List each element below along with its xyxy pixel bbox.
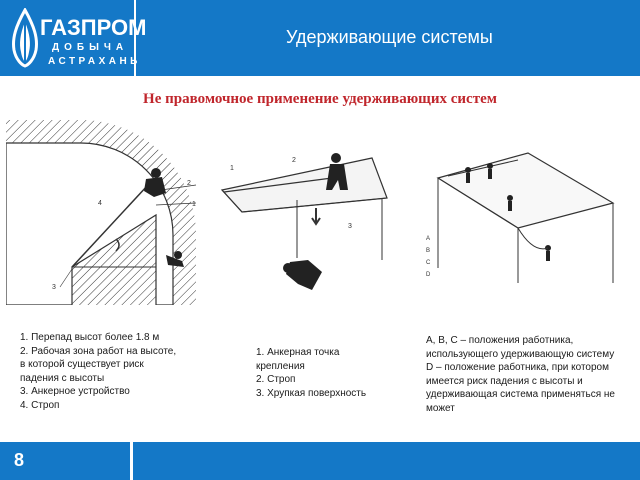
caption-right-line: A, B, C – положения работника, — [426, 335, 574, 346]
caption-middle: 1. Анкерная точка крепления 2. Строп 3. … — [256, 346, 366, 400]
logo-text-line2: ДОБЫЧА — [52, 42, 129, 53]
caption-middle-line: 3. Хрупкая поверхность — [256, 387, 367, 399]
caption-left-line: 1. Перепад высот более 1.8 м — [20, 332, 160, 343]
slide-subtitle: Не правомочное применение удерживающих с… — [143, 91, 497, 107]
caption-middle-line: 1. Анкерная точка — [256, 347, 340, 358]
caption-right-line: D – положение работника, при котором — [426, 362, 609, 373]
label-1: 1 — [230, 165, 234, 172]
caption-left-line: 3. Анкерное устройство — [20, 386, 130, 397]
page-title: Удерживающие системы — [286, 27, 493, 47]
illustration-fragile-surface: 1 2 3 — [220, 153, 388, 290]
caption-right-line: использующего удерживающую систему — [426, 348, 615, 360]
logo-text-line3: АСТРАХАНЬ — [48, 56, 141, 67]
lanyard-line — [223, 177, 333, 193]
caption-right-line: имеется риск падения с высоты и — [426, 375, 583, 387]
page-number: 8 — [14, 450, 25, 470]
label-c: C — [426, 260, 431, 266]
worker-figure — [144, 168, 184, 267]
label-a: A — [426, 236, 430, 242]
lanyard-line — [71, 184, 149, 268]
label-b: B — [426, 248, 430, 254]
illustration-arch-fall: 2 1 4 3 — [6, 120, 197, 305]
label-3: 3 — [52, 284, 56, 291]
page-number-box: 8 — [0, 442, 133, 480]
flame-logo-icon — [12, 8, 38, 68]
caption-right: A, B, C – положения работника, использую… — [426, 334, 615, 415]
label-d: D — [426, 272, 431, 278]
illustration-roof-workers: A B C D — [426, 152, 615, 283]
caption-left: 1. Перепад высот более 1.8 м 2. Рабочая … — [20, 331, 176, 412]
caption-right-line: может — [426, 402, 455, 414]
company-logo: ГАЗПРОМ ДОБЫЧА АСТРАХАНЬ — [0, 0, 146, 76]
logo-text-main: ГАЗПРОМ — [40, 15, 147, 40]
label-1: 1 — [192, 201, 196, 208]
worker-figure — [283, 153, 348, 290]
footer-bar: 8 — [0, 442, 640, 480]
caption-left-line: падения с высоты — [20, 372, 105, 384]
caption-left-line: 2. Рабочая зона работ на высоте, — [20, 345, 177, 357]
label-4: 4 — [98, 200, 102, 207]
header-bar: ГАЗПРОМ ДОБЫЧА АСТРАХАНЬ Удерживающие си… — [0, 0, 640, 76]
caption-left-line: 4. Строп — [20, 399, 60, 411]
label-2: 2 — [187, 180, 191, 187]
caption-left-line: в которой существует риск — [20, 359, 144, 370]
caption-middle-line: крепления — [256, 360, 305, 372]
caption-right-line: удерживающая система применяться не — [426, 389, 615, 400]
label-2: 2 — [292, 157, 296, 164]
caption-middle-line: 2. Строп — [256, 374, 296, 385]
label-3: 3 — [348, 223, 352, 230]
